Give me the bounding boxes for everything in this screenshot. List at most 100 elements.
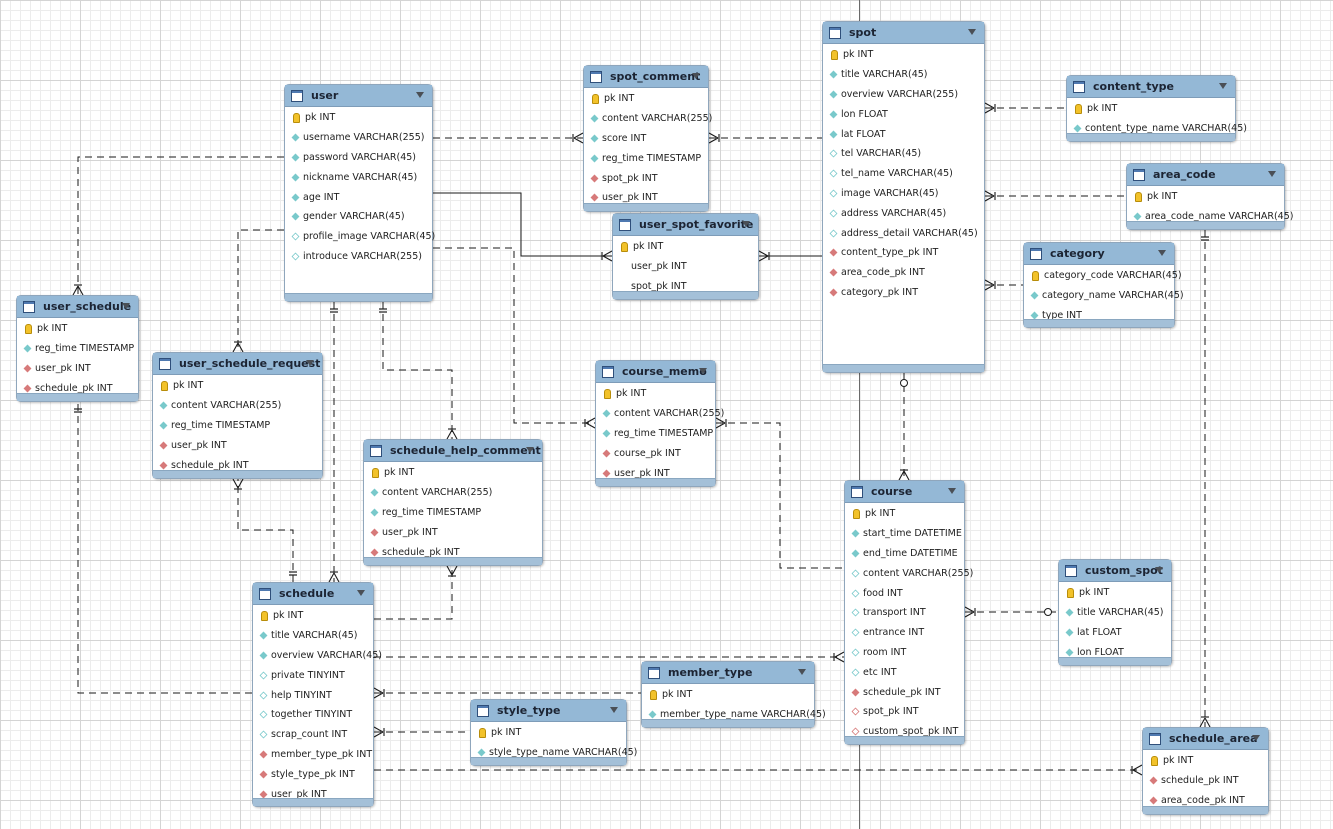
collapse-arrow-icon[interactable] bbox=[798, 669, 806, 675]
column-row[interactable]: username VARCHAR(255) bbox=[285, 128, 432, 148]
collapse-arrow-icon[interactable] bbox=[1252, 735, 1260, 741]
column-row[interactable]: custom_spot_pk INT bbox=[845, 722, 964, 742]
column-row[interactable]: lat FLOAT bbox=[823, 124, 984, 144]
column-row[interactable]: user_pk INT bbox=[584, 188, 708, 208]
column-row[interactable]: schedule_pk INT bbox=[17, 378, 138, 398]
column-row[interactable]: user_pk INT bbox=[17, 359, 138, 379]
collapse-arrow-icon[interactable] bbox=[742, 221, 750, 227]
collapse-arrow-icon[interactable] bbox=[306, 360, 314, 366]
column-row[interactable]: lon FLOAT bbox=[1059, 642, 1171, 662]
collapse-arrow-icon[interactable] bbox=[968, 29, 976, 35]
column-row[interactable]: category_code VARCHAR(45) bbox=[1024, 266, 1182, 286]
column-row[interactable]: tel VARCHAR(45) bbox=[823, 144, 984, 164]
column-row[interactable]: pk INT bbox=[613, 237, 758, 257]
relationship-line-user-schedule-help-comment[interactable] bbox=[382, 302, 453, 439]
table-header[interactable]: course bbox=[845, 481, 964, 503]
column-row[interactable]: pk INT bbox=[584, 89, 708, 109]
column-row[interactable]: pk INT bbox=[596, 384, 715, 404]
relationship-line-schedule-schedule-help-comment[interactable] bbox=[374, 566, 453, 620]
column-row[interactable]: content_type_name VARCHAR(45) bbox=[1067, 119, 1247, 139]
collapse-arrow-icon[interactable] bbox=[416, 92, 424, 98]
column-row[interactable]: schedule_pk INT bbox=[364, 542, 542, 562]
collapse-arrow-icon[interactable] bbox=[948, 488, 956, 494]
column-row[interactable]: pk INT bbox=[17, 319, 138, 339]
collapse-arrow-icon[interactable] bbox=[526, 447, 534, 453]
column-row[interactable]: pk INT bbox=[845, 504, 964, 524]
column-row[interactable]: pk INT bbox=[285, 108, 432, 128]
column-row[interactable]: spot_pk INT bbox=[584, 168, 708, 188]
collapse-arrow-icon[interactable] bbox=[1158, 250, 1166, 256]
column-row[interactable]: content VARCHAR(255) bbox=[364, 483, 542, 503]
column-row[interactable]: pk INT bbox=[1143, 751, 1268, 771]
column-row[interactable]: password VARCHAR(45) bbox=[285, 148, 432, 168]
column-row[interactable]: pk INT bbox=[471, 723, 626, 743]
column-row[interactable]: overview VARCHAR(255) bbox=[823, 85, 984, 105]
column-row[interactable]: gender VARCHAR(45) bbox=[285, 207, 432, 227]
collapse-arrow-icon[interactable] bbox=[610, 707, 618, 713]
column-row[interactable]: category_pk INT bbox=[823, 283, 984, 303]
table-header[interactable]: user_spot_favorite bbox=[613, 214, 758, 236]
column-row[interactable]: pk INT bbox=[1127, 187, 1284, 207]
table-header[interactable]: category bbox=[1024, 243, 1174, 265]
column-row[interactable]: title VARCHAR(45) bbox=[253, 626, 373, 646]
column-row[interactable]: course_pk INT bbox=[596, 443, 715, 463]
table-header[interactable]: custom_spot bbox=[1059, 560, 1171, 582]
column-row[interactable]: pk INT bbox=[153, 376, 322, 396]
column-row[interactable]: scrap_count INT bbox=[253, 725, 373, 745]
column-row[interactable]: together TINYINT bbox=[253, 705, 373, 725]
column-row[interactable]: user_pk INT bbox=[364, 522, 542, 542]
column-row[interactable]: user_pk INT bbox=[596, 463, 715, 483]
collapse-arrow-icon[interactable] bbox=[122, 303, 130, 309]
column-row[interactable]: spot_pk INT bbox=[613, 277, 758, 297]
column-row[interactable]: style_type_pk INT bbox=[253, 764, 373, 784]
column-row[interactable]: pk INT bbox=[253, 606, 373, 626]
column-row[interactable]: pk INT bbox=[1059, 583, 1171, 603]
column-row[interactable]: reg_time TIMESTAMP bbox=[153, 416, 322, 436]
column-row[interactable]: reg_time TIMESTAMP bbox=[584, 148, 708, 168]
collapse-arrow-icon[interactable] bbox=[1155, 567, 1163, 573]
column-row[interactable]: area_code_name VARCHAR(45) bbox=[1127, 207, 1293, 227]
column-row[interactable]: pk INT bbox=[1067, 99, 1235, 119]
column-row[interactable]: room INT bbox=[845, 643, 964, 663]
column-row[interactable]: user_pk INT bbox=[613, 257, 758, 277]
relationship-line-user-user-schedule[interactable] bbox=[77, 156, 284, 295]
column-row[interactable]: reg_time TIMESTAMP bbox=[596, 424, 715, 444]
column-row[interactable]: address VARCHAR(45) bbox=[823, 203, 984, 223]
column-row[interactable]: content_type_pk INT bbox=[823, 243, 984, 263]
column-row[interactable]: title VARCHAR(45) bbox=[823, 65, 984, 85]
table-header[interactable]: user_schedule bbox=[17, 296, 138, 318]
table-header[interactable]: course_memo bbox=[596, 361, 715, 383]
column-row[interactable]: schedule_pk INT bbox=[845, 682, 964, 702]
table-header[interactable]: member_type bbox=[642, 662, 814, 684]
column-row[interactable]: content VARCHAR(255) bbox=[584, 109, 712, 129]
table-header[interactable]: style_type bbox=[471, 700, 626, 722]
column-row[interactable]: type INT bbox=[1024, 306, 1174, 326]
column-row[interactable]: content VARCHAR(255) bbox=[596, 404, 724, 424]
column-row[interactable]: private TINYINT bbox=[253, 665, 373, 685]
column-row[interactable]: category_name VARCHAR(45) bbox=[1024, 286, 1184, 306]
column-row[interactable]: overview VARCHAR(45) bbox=[253, 646, 382, 666]
column-row[interactable]: style_type_name VARCHAR(45) bbox=[471, 743, 637, 763]
relationship-line-course-course-memo[interactable] bbox=[716, 422, 844, 569]
column-row[interactable]: schedule_pk INT bbox=[1143, 771, 1268, 791]
column-row[interactable]: entrance INT bbox=[845, 623, 964, 643]
relationship-line-user-user-spot-favorite[interactable] bbox=[433, 192, 612, 257]
column-row[interactable]: start_time DATETIME bbox=[845, 524, 964, 544]
column-row[interactable]: area_code_pk INT bbox=[823, 263, 984, 283]
relationship-line-user-user-schedule-request[interactable] bbox=[237, 229, 284, 352]
relationship-line-schedule-user-schedule[interactable] bbox=[77, 402, 252, 694]
column-row[interactable]: introduce VARCHAR(255) bbox=[285, 247, 432, 267]
table-header[interactable]: spot bbox=[823, 22, 984, 44]
column-row[interactable]: transport INT bbox=[845, 603, 964, 623]
column-row[interactable]: schedule_pk INT bbox=[153, 455, 322, 475]
column-row[interactable]: profile_image VARCHAR(45) bbox=[285, 227, 435, 247]
